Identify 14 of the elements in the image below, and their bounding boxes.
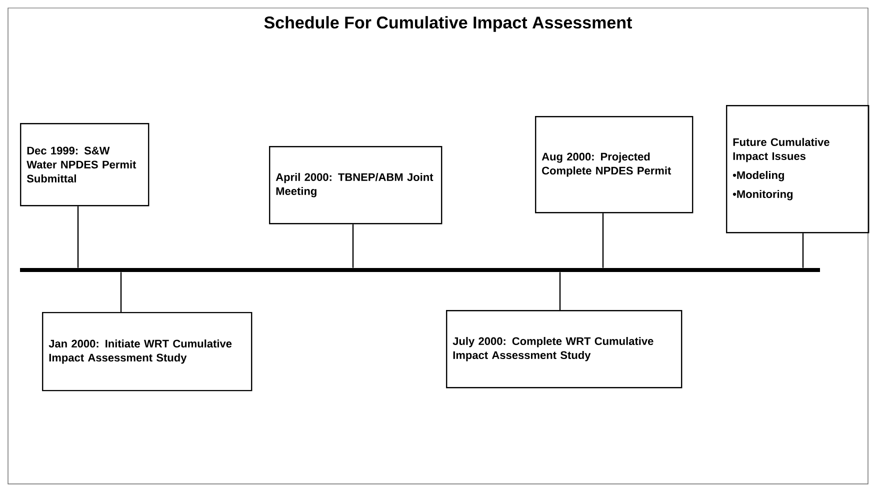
connector-line <box>352 224 354 268</box>
event-box: Future Cumulative Impact Issues •Modeling •Monitoring <box>726 105 870 234</box>
event-box: July 2000: Complete WRT Cumulative Impact Assessment Study <box>446 310 682 388</box>
title: Schedule For Cumulative Impact Assessment <box>264 16 632 32</box>
connector-line <box>802 233 804 268</box>
connector-line <box>120 272 122 312</box>
event-box: April 2000: TBNEP/ABM Joint Meeting <box>269 146 442 224</box>
connector-line <box>77 206 79 268</box>
timeline-bar <box>20 268 820 272</box>
connector-line <box>602 213 604 268</box>
event-box: Jan 2000: Initiate WRT Cumulative Impact Assessment Study <box>42 312 252 392</box>
event-box: Dec 1999: S&W Water NPDES Permit Submittal <box>20 123 150 206</box>
event-box: Aug 2000: Projected Complete NPDES Permit <box>535 116 694 214</box>
connector-line <box>559 272 561 310</box>
